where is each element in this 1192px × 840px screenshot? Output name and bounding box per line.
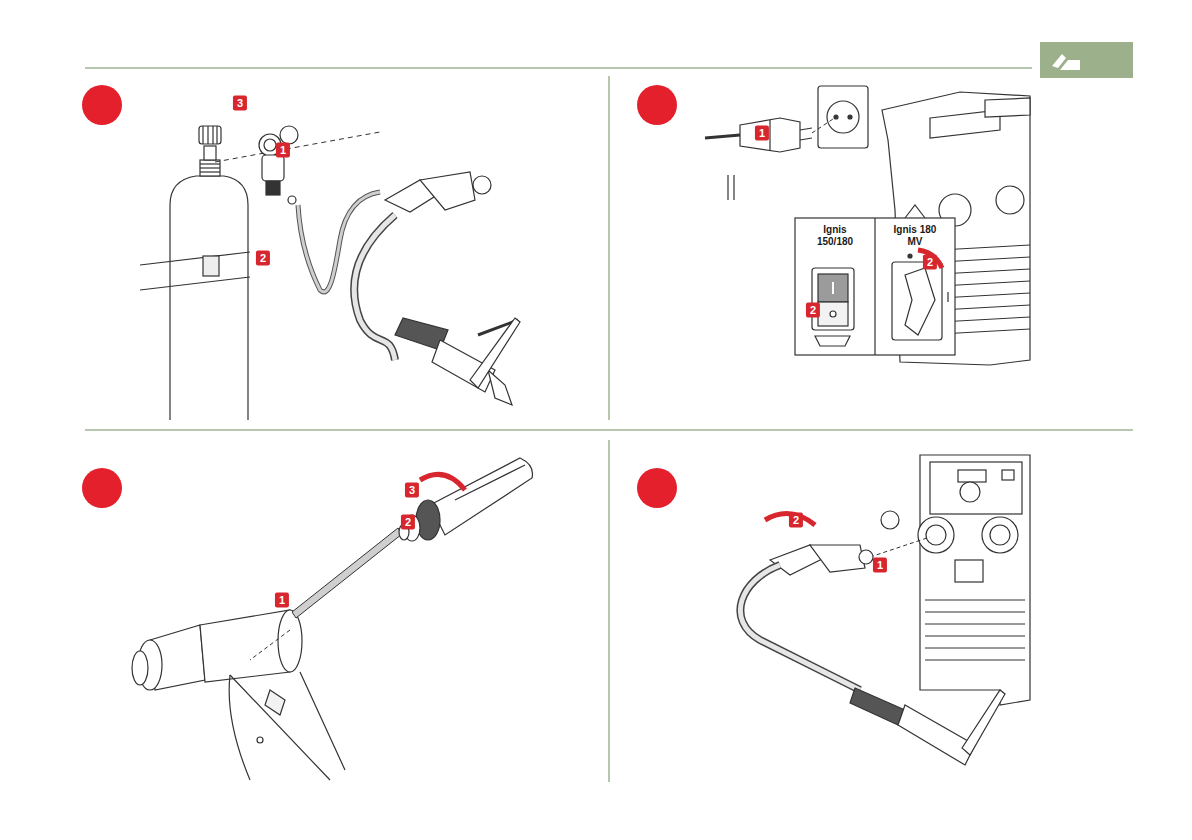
model-panel: Ignis 180 MV: [875, 218, 955, 355]
rule-line: [85, 429, 1133, 431]
divider-line: [608, 440, 610, 782]
callout-number: 1: [873, 558, 887, 573]
callout-number: 2: [401, 515, 415, 530]
callout-number: 2: [923, 255, 937, 270]
torch-connector: [740, 545, 1005, 765]
model-name: Ignis 150/180: [809, 224, 861, 248]
rotate-arrow: [420, 474, 465, 490]
callout-number: 1: [755, 126, 769, 141]
tig-torch: [395, 318, 520, 405]
tungsten-electrode: [292, 528, 402, 618]
step-dot: [637, 85, 677, 125]
assembly-line: [812, 117, 836, 133]
assembly-line: [870, 537, 930, 557]
callout-number: 1: [276, 143, 290, 158]
back-cap: [399, 458, 533, 541]
divider-line: [608, 76, 610, 420]
callout-number: 2: [806, 303, 820, 318]
callout-number: 2: [256, 251, 270, 266]
callout-number: 2: [789, 513, 803, 528]
callout-number: 1: [275, 593, 289, 608]
step-dot: [637, 468, 677, 508]
model-name: Ignis 180 MV: [889, 224, 941, 248]
section-tab: [1040, 42, 1133, 78]
step-dot: [82, 468, 122, 508]
torch-plug: [354, 172, 491, 360]
welding-machine: [882, 92, 1030, 365]
step-dot: [82, 85, 122, 125]
assembly-line: [250, 630, 290, 660]
pressure-regulator: [259, 126, 298, 204]
callout-number: 3: [405, 483, 419, 498]
welding-machine-front: [881, 455, 1030, 705]
inset-frame: [795, 205, 955, 355]
mains-plug: [705, 118, 812, 200]
rule-line: [85, 67, 1032, 69]
torch-head: [132, 610, 345, 780]
wall-socket: [818, 86, 868, 148]
model-panel: Ignis 150/180: [795, 218, 875, 355]
gas-cylinder: [140, 126, 250, 420]
callout-number: 3: [233, 96, 247, 111]
